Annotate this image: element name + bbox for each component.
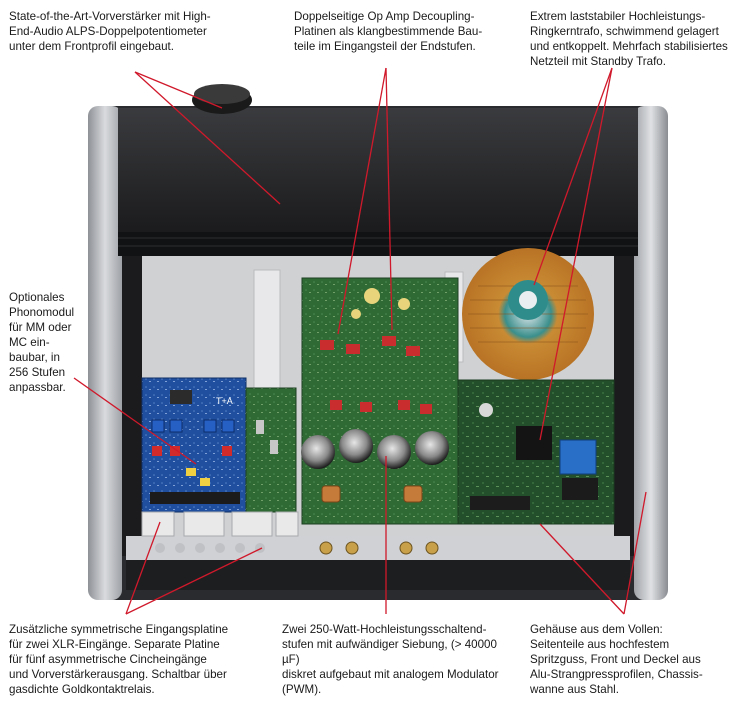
leader-opamp-1 xyxy=(337,67,387,335)
ribbon-cable xyxy=(253,269,281,389)
front-profile xyxy=(118,108,638,232)
leader-toroid xyxy=(533,67,613,286)
leader-preamp-knob xyxy=(134,71,223,109)
caption-toroid: Extrem laststabiler Hochleistungs- Ringk… xyxy=(530,10,728,68)
phono-module: T+A xyxy=(141,377,247,513)
caption-amps: Zwei 250-Watt-Hochleistungsschaltend- st… xyxy=(282,623,499,696)
leader-xlr-1 xyxy=(125,521,161,615)
leader-chassis-2 xyxy=(539,523,625,615)
leader-xlr-2 xyxy=(125,547,263,615)
phono-logo: T+A xyxy=(216,396,233,406)
leader-lines xyxy=(73,67,647,615)
leader-phono xyxy=(73,377,197,465)
power-supply-board xyxy=(457,379,615,525)
caption-preamp: State-of-the-Art-Vorverstärker mit High-… xyxy=(9,10,211,53)
right-side-panel xyxy=(634,106,668,600)
rear-connectors xyxy=(141,511,439,555)
caption-xlr: Zusätzliche symmetrische Eingangsplatine… xyxy=(9,623,229,696)
leader-chassis-1 xyxy=(623,491,647,615)
caption-phono: Optionales Phonomodul für MM oder MC ein… xyxy=(9,291,75,394)
amplifier-board xyxy=(301,277,459,525)
leader-preamp-front xyxy=(134,71,281,205)
leader-opamp-2 xyxy=(385,67,393,331)
caption-chassis: Gehäuse aus dem Vollen: Seitenteile aus … xyxy=(530,623,703,696)
caption-opamp: Doppelseitige Op Amp Decoupling- Platine… xyxy=(294,10,483,53)
leader-psu xyxy=(539,67,613,441)
left-side-panel xyxy=(88,106,122,600)
toroidal-transformer xyxy=(462,248,594,380)
